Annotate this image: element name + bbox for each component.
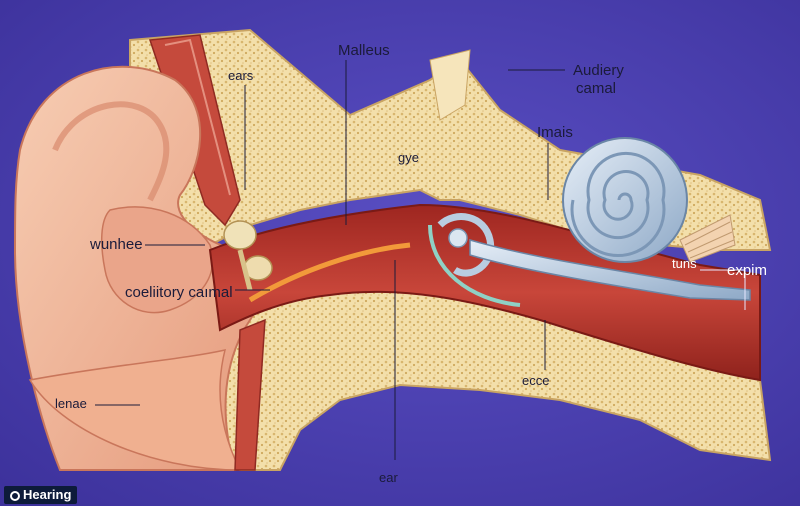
- label-incus: Imais: [537, 124, 573, 141]
- label-auditory-canal-line2: camal: [576, 80, 616, 97]
- credit-badge: Hearing: [4, 486, 77, 504]
- label-ears: ears: [228, 68, 253, 83]
- label-lenae: lenae: [55, 396, 87, 411]
- label-gye: gye: [398, 150, 419, 165]
- label-tuns: tuns: [672, 256, 697, 271]
- label-wunhee: wunhee: [90, 236, 143, 253]
- label-ecce: ecce: [522, 373, 549, 388]
- label-malleus: Malleus: [338, 42, 390, 59]
- label-expim: expim: [727, 262, 767, 279]
- credit-badge-text: Hearing: [23, 487, 71, 502]
- cochlea: [563, 138, 687, 262]
- label-ear: ear: [379, 470, 398, 485]
- malleus-head: [224, 221, 256, 249]
- label-auditory-canal-line1: Audiery: [573, 62, 624, 79]
- label-canal: coeliitory caımal: [125, 284, 233, 301]
- copyright-icon: [10, 491, 20, 501]
